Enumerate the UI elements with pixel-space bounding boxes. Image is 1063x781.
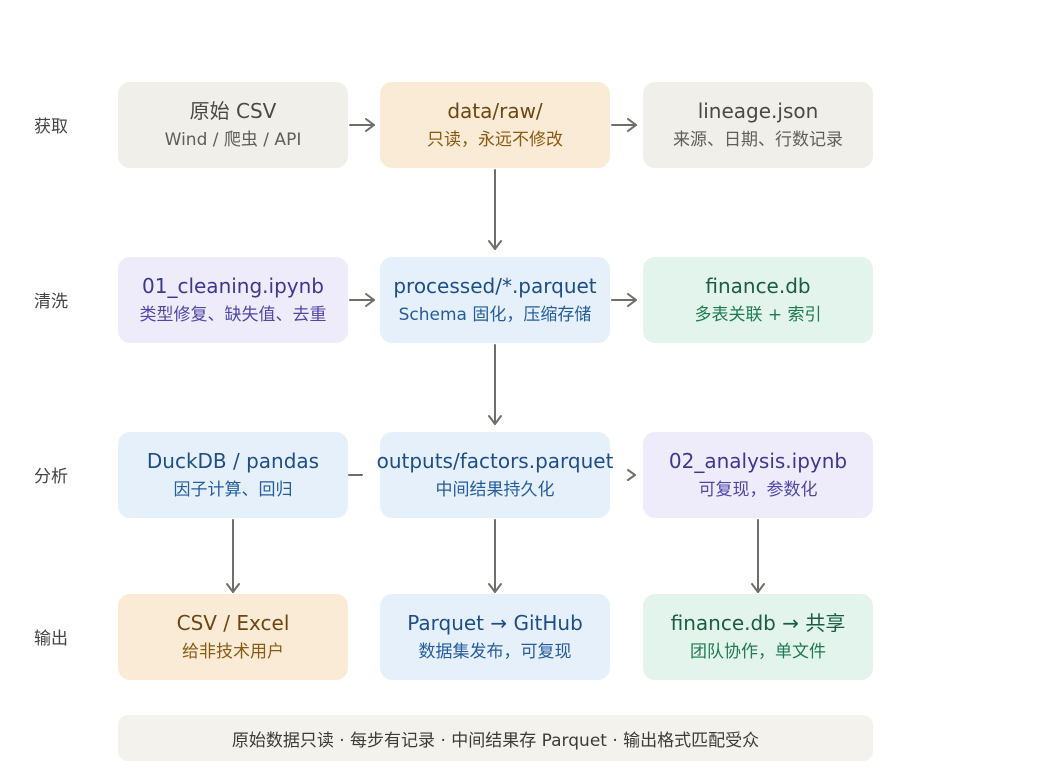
node-title: Parquet → GitHub	[407, 611, 583, 635]
stage-label-output: 输出	[34, 629, 68, 649]
node-subtitle: 来源、日期、行数记录	[673, 130, 843, 150]
principles-text: 原始数据只读 · 每步有记录 · 中间结果存 Parquet · 输出格式匹配受…	[231, 730, 760, 751]
arrow-factors-to-analysis	[627, 469, 636, 481]
node-title: finance.db	[705, 274, 811, 298]
node-analysis-notebook: 02_analysis.ipynb 可复现，参数化	[643, 432, 873, 518]
node-subtitle: 只读，永远不修改	[427, 130, 563, 150]
node-subtitle: 数据集发布，可复现	[418, 642, 572, 662]
node-subtitle: Schema 固化，压缩存储	[398, 305, 592, 325]
arrow-data-raw-to-processed	[488, 169, 502, 250]
node-title: lineage.json	[697, 99, 819, 123]
stage-label-acquire: 获取	[34, 117, 68, 137]
node-title: 原始 CSV	[189, 99, 277, 123]
node-subtitle: 多表关联 + 索引	[694, 305, 822, 325]
node-title: processed/*.parquet	[393, 274, 597, 298]
node-title: DuckDB / pandas	[146, 449, 320, 473]
node-finance-share: finance.db → 共享 团队协作，单文件	[643, 594, 873, 680]
node-subtitle: 因子计算、回归	[173, 480, 293, 500]
arrow-raw-csv-to-data-raw	[349, 118, 375, 132]
node-title: 02_analysis.ipynb	[668, 449, 848, 473]
node-subtitle: 类型修复、缺失值、去重	[139, 305, 327, 325]
arrow-cleaning-to-processed	[349, 293, 375, 307]
node-subtitle: 可复现，参数化	[698, 480, 818, 500]
principles-banner: 原始数据只读 · 每步有记录 · 中间结果存 Parquet · 输出格式匹配受…	[118, 715, 873, 761]
node-subtitle: 给非技术用户	[182, 642, 284, 662]
node-subtitle: 团队协作，单文件	[690, 642, 826, 662]
stage-label-analyze: 分析	[34, 467, 68, 487]
node-title: data/raw/	[447, 99, 543, 123]
node-processed-parquet: processed/*.parquet Schema 固化，压缩存储	[380, 257, 610, 343]
node-cleaning-notebook: 01_cleaning.ipynb 类型修复、缺失值、去重	[118, 257, 348, 343]
node-raw-csv: 原始 CSV Wind / 爬虫 / API	[118, 82, 348, 168]
node-data-raw: data/raw/ 只读，永远不修改	[380, 82, 610, 168]
node-subtitle: 中间结果持久化	[435, 480, 555, 500]
node-lineage-json: lineage.json 来源、日期、行数记录	[643, 82, 873, 168]
node-parquet-github: Parquet → GitHub 数据集发布，可复现	[380, 594, 610, 680]
arrow-processed-to-finance-db	[611, 293, 637, 307]
stage-label-clean: 清洗	[34, 292, 68, 312]
node-title: 01_cleaning.ipynb	[142, 274, 324, 298]
arrow-analysis-to-finance-share	[751, 519, 765, 593]
arrow-processed-to-factors	[488, 344, 502, 425]
arrow-data-raw-to-lineage	[611, 118, 637, 132]
node-factors-parquet: outputs/factors.parquet 中间结果持久化	[377, 432, 613, 518]
node-finance-db: finance.db 多表关联 + 索引	[643, 257, 873, 343]
arrow-duckdb-to-csv-excel	[226, 519, 240, 593]
node-subtitle: Wind / 爬虫 / API	[164, 130, 302, 150]
node-title: CSV / Excel	[176, 611, 290, 635]
node-duckdb-pandas: DuckDB / pandas 因子计算、回归	[118, 432, 348, 518]
node-csv-excel: CSV / Excel 给非技术用户	[118, 594, 348, 680]
arrow-factors-to-parquet-github	[488, 519, 502, 593]
node-title: finance.db → 共享	[670, 611, 846, 635]
node-title: outputs/factors.parquet	[376, 449, 614, 473]
